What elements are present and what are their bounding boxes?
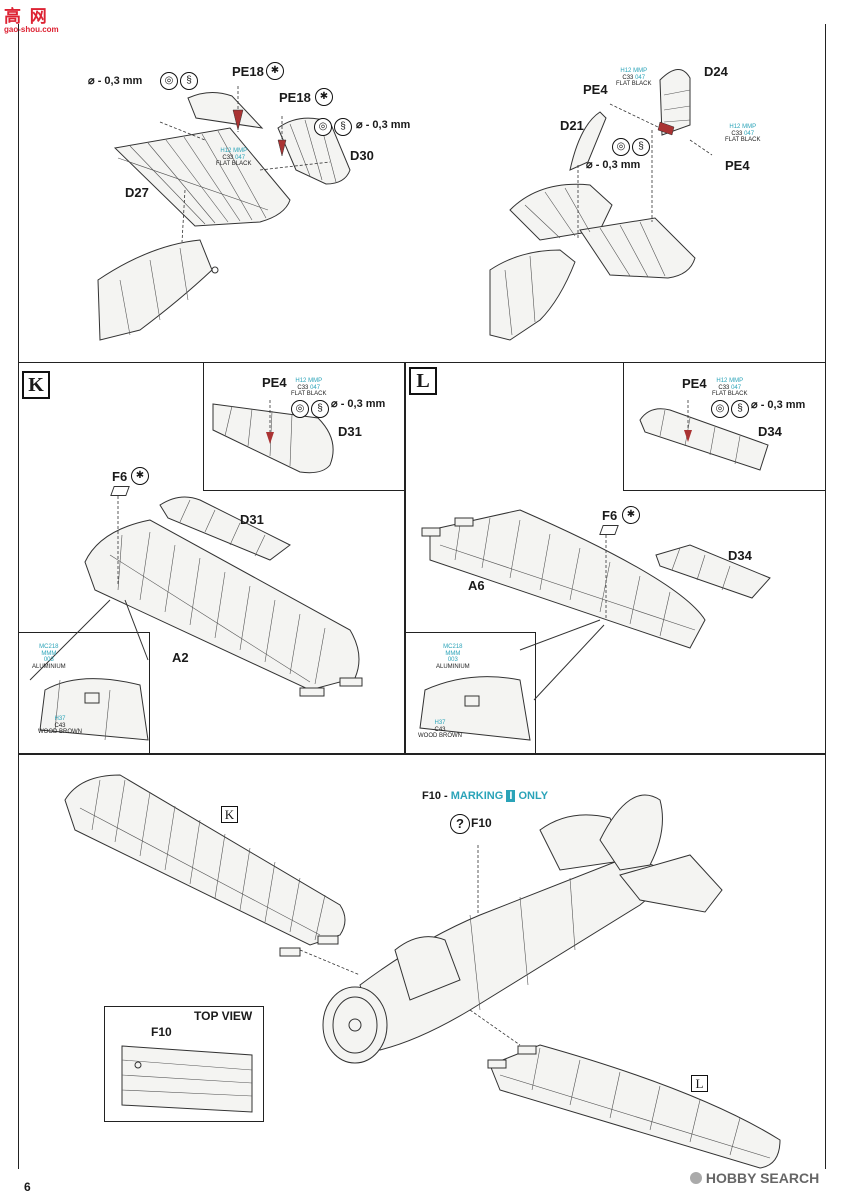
k-f6: F6	[112, 469, 128, 484]
tl-pe18-b: PE18	[279, 90, 311, 105]
marking-word: MARKING	[450, 790, 504, 802]
step-l-badge: L	[409, 367, 437, 395]
k-inset-elevator	[212, 400, 334, 474]
bottom-panel-frame	[18, 753, 826, 1169]
top-panel-frame	[18, 24, 826, 362]
question-icon: ?	[450, 814, 470, 834]
bottom-k-badge: K	[221, 806, 238, 823]
hobby-search-text: HOBBY SEARCH	[705, 1170, 820, 1186]
tl-pe18-a-marker: ✱	[266, 62, 284, 80]
l-inset-drill-size: ⌀ - 0,3 mm	[751, 399, 806, 411]
bottom-l-badge: L	[691, 1075, 708, 1092]
k-d31: D31	[240, 512, 264, 527]
k-a2: A2	[172, 650, 189, 665]
k-lower-wing	[29, 496, 363, 697]
tr-drill-size: ⌀ - 0,3 mm	[586, 159, 641, 171]
l-inset-pe4: PE4	[682, 376, 707, 391]
k-inset-drill-size: ⌀ - 0,3 mm	[331, 398, 386, 410]
hobby-search-logo: HOBBY SEARCH	[690, 1170, 819, 1186]
l-detail-frame	[404, 632, 536, 755]
marking-prefix: F10 -	[422, 790, 451, 802]
tl-drill-size: ⌀ - 0,3 mm	[88, 75, 143, 87]
hobby-search-icon	[690, 1172, 702, 1184]
l-lower-wing	[421, 509, 771, 701]
tl-twist-icon-2: §	[334, 118, 352, 136]
bottom-aircraft	[64, 774, 781, 1169]
tl-drill-icon: ◎	[160, 72, 178, 90]
l-a6: A6	[468, 578, 485, 593]
tl-twist-icon: §	[180, 72, 198, 90]
k-f6-marker: ✱	[131, 467, 149, 485]
tr-tailplane	[489, 69, 713, 341]
l-f6-marker: ✱	[622, 506, 640, 524]
step-k-badge: K	[22, 371, 50, 399]
tl-pe18-a: PE18	[232, 64, 264, 79]
watermark-logo: 高 网 gao-shou.com	[4, 2, 59, 34]
l-inset-frame	[623, 362, 826, 491]
k-detail-frame	[18, 632, 150, 755]
k-inset-d31: D31	[338, 424, 362, 439]
l-d34: D34	[728, 548, 752, 563]
l-inset-d34: D34	[758, 424, 782, 439]
bottom-f10: F10	[471, 816, 492, 830]
k-inset-twist-icon: §	[311, 400, 329, 418]
tl-tailplane	[97, 86, 351, 341]
tl-pe18-b-marker: ✱	[315, 88, 333, 106]
top-view-frame	[104, 1006, 264, 1122]
watermark-url: gao-shou.com	[4, 25, 59, 34]
tr-pe4-b: PE4	[725, 158, 750, 173]
l-inset-twist-icon: §	[731, 400, 749, 418]
k-inset-pe4: PE4	[262, 375, 287, 390]
tr-pe4-a: PE4	[583, 82, 608, 97]
tr-d24: D24	[704, 64, 728, 79]
step-l-frame	[404, 362, 826, 755]
marking-suffix: ONLY	[518, 790, 549, 802]
tr-twist-icon: §	[632, 138, 650, 156]
k-detail-drawing	[39, 678, 149, 741]
tl-drill-icon-2: ◎	[314, 118, 332, 136]
l-detail-drawing	[419, 676, 531, 741]
watermark-cn: 高 网	[4, 7, 49, 26]
k-inset-frame	[203, 362, 406, 491]
top-view-title: TOP VIEW	[194, 1009, 253, 1023]
tr-d21: D21	[560, 118, 584, 133]
l-inset-drill-icon: ◎	[711, 400, 729, 418]
l-inset-elevator	[639, 400, 769, 471]
tl-d27: D27	[125, 185, 149, 200]
k-inset-drill-icon: ◎	[291, 400, 309, 418]
top-view-f10: F10	[151, 1025, 172, 1039]
marking-note: F10 - MARKING I ONLY	[422, 790, 548, 802]
tl-drill-size-2: ⌀ - 0,3 mm	[356, 119, 411, 131]
tl-d30: D30	[350, 148, 374, 163]
l-f6: F6	[602, 508, 618, 523]
page-number: 6	[24, 1180, 31, 1194]
top-view-drawing	[121, 1045, 253, 1113]
marking-letter: I	[506, 790, 516, 802]
tr-drill-icon: ◎	[612, 138, 630, 156]
